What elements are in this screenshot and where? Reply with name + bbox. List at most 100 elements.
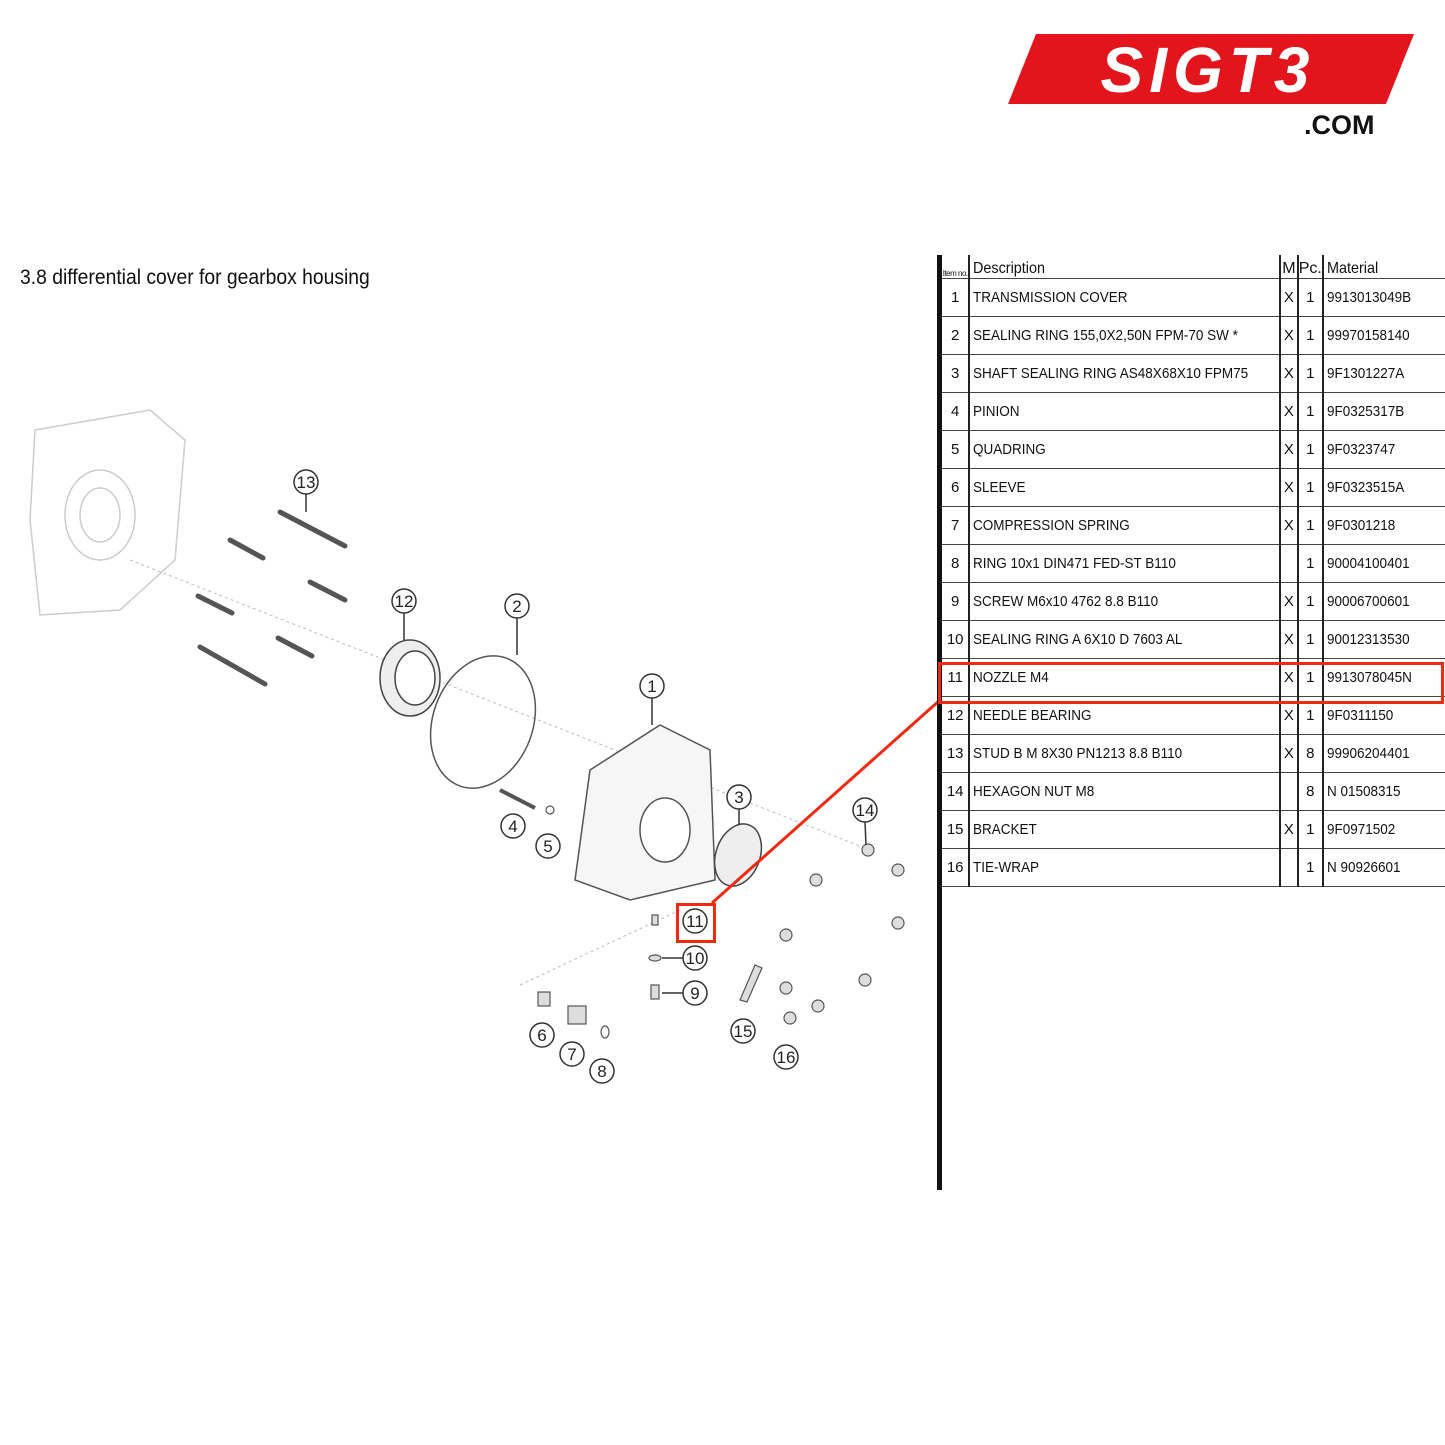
callout-16: 16 xyxy=(773,1044,799,1070)
highlighted-row-box xyxy=(938,662,1444,704)
cell-description: PINION xyxy=(969,392,1282,431)
cell-m: X xyxy=(1280,278,1299,317)
cell-m xyxy=(1280,544,1299,583)
header-item-no: Item no. xyxy=(942,255,971,279)
cell-material: 9913013049B xyxy=(1322,278,1445,317)
cell-m: X xyxy=(1280,734,1299,773)
needle-bearing xyxy=(379,639,441,717)
cell-material: 9F0323515A xyxy=(1322,468,1445,507)
cell-material: 9F1301227A xyxy=(1322,354,1445,393)
cell-no: 8 xyxy=(942,544,971,583)
cell-pc: 1 xyxy=(1297,354,1324,393)
cell-description: RING 10x1 DIN471 FED-ST B110 xyxy=(969,544,1282,583)
sigt3-logo[interactable]: SIGT3 xyxy=(1008,34,1414,106)
svg-text:7: 7 xyxy=(567,1045,576,1064)
callout-3: 3 xyxy=(726,784,752,825)
cell-no: 10 xyxy=(942,620,971,659)
callout-5: 5 xyxy=(535,833,561,859)
cell-no: 5 xyxy=(942,430,971,469)
svg-text:15: 15 xyxy=(734,1022,753,1041)
cell-m: X xyxy=(1280,658,1299,697)
exploded-diagram: 13 12 2 1 3 14 4 5 11 10 9 6 7 8 15 16 xyxy=(29,409,940,1084)
cell-pc: 1 xyxy=(1297,544,1324,583)
table-header-row: Item no. Description M Pc. Material xyxy=(942,255,1445,279)
cell-pc: 1 xyxy=(1297,848,1324,887)
cell-no: 13 xyxy=(942,734,971,773)
callout-4: 4 xyxy=(500,813,526,839)
logo-suffix: .COM xyxy=(1304,110,1375,140)
cell-m xyxy=(1280,772,1299,811)
svg-text:13: 13 xyxy=(297,473,316,492)
cell-pc: 1 xyxy=(1297,506,1324,545)
svg-text:6: 6 xyxy=(537,1026,546,1045)
cell-description: SCREW M6x10 4762 8.8 B110 xyxy=(969,582,1282,621)
svg-text:8: 8 xyxy=(597,1062,606,1081)
cell-description: HEXAGON NUT M8 xyxy=(969,772,1282,811)
callout-14: 14 xyxy=(852,797,878,846)
callout-7: 7 xyxy=(559,1041,585,1067)
cell-description: BRACKET xyxy=(969,810,1282,849)
callout-13: 13 xyxy=(293,469,319,512)
svg-text:14: 14 xyxy=(856,801,875,820)
cell-m: X xyxy=(1280,696,1299,735)
cell-pc: 8 xyxy=(1297,734,1324,773)
cell-no: 15 xyxy=(942,810,971,849)
header-description: Description xyxy=(969,255,1282,279)
cell-m: X xyxy=(1280,582,1299,621)
cell-no: 1 xyxy=(942,278,971,317)
cell-description: QUADRING xyxy=(969,430,1282,469)
svg-text:10: 10 xyxy=(686,949,705,968)
cell-m: X xyxy=(1280,392,1299,431)
cell-no: 7 xyxy=(942,506,971,545)
callout-10: 10 xyxy=(662,945,708,971)
callout-11: 11 xyxy=(682,908,708,934)
cell-description: TRANSMISSION COVER xyxy=(969,278,1282,317)
cell-pc: 1 xyxy=(1297,582,1324,621)
cell-pc: 1 xyxy=(1297,620,1324,659)
gearbox-housing-ghost xyxy=(29,409,186,616)
cell-description: COMPRESSION SPRING xyxy=(969,506,1282,545)
cell-pc: 1 xyxy=(1297,468,1324,507)
cell-no: 3 xyxy=(942,354,971,393)
callout-1: 1 xyxy=(639,673,665,725)
cell-m: X xyxy=(1280,620,1299,659)
cell-pc: 1 xyxy=(1297,316,1324,355)
cell-m: X xyxy=(1280,506,1299,545)
callout-highlight-box xyxy=(676,903,716,943)
cell-material: 99906204401 xyxy=(1322,734,1445,773)
highlight-connector-line xyxy=(711,698,940,905)
cell-no: 16 xyxy=(942,848,971,887)
table-left-rule xyxy=(937,255,942,1190)
sealing-ring-o xyxy=(429,655,537,789)
cell-description: SHAFT SEALING RING AS48X68X10 FPM75 xyxy=(969,354,1282,393)
header-pc: Pc. xyxy=(1297,255,1324,279)
cell-material: 90006700601 xyxy=(1322,582,1445,621)
cell-material: 9F0971502 xyxy=(1322,810,1445,849)
cell-m: X xyxy=(1280,354,1299,393)
cell-m: X xyxy=(1280,430,1299,469)
cell-m xyxy=(1280,848,1299,887)
svg-text:16: 16 xyxy=(777,1048,796,1067)
callout-12: 12 xyxy=(391,588,417,640)
callouts: 13 12 2 1 3 14 4 5 11 10 9 6 7 8 15 16 xyxy=(293,469,878,1084)
cell-pc: 1 xyxy=(1297,810,1324,849)
cell-pc: 1 xyxy=(1297,430,1324,469)
cell-no: 4 xyxy=(942,392,971,431)
cell-m: X xyxy=(1280,810,1299,849)
cell-no: 14 xyxy=(942,772,971,811)
